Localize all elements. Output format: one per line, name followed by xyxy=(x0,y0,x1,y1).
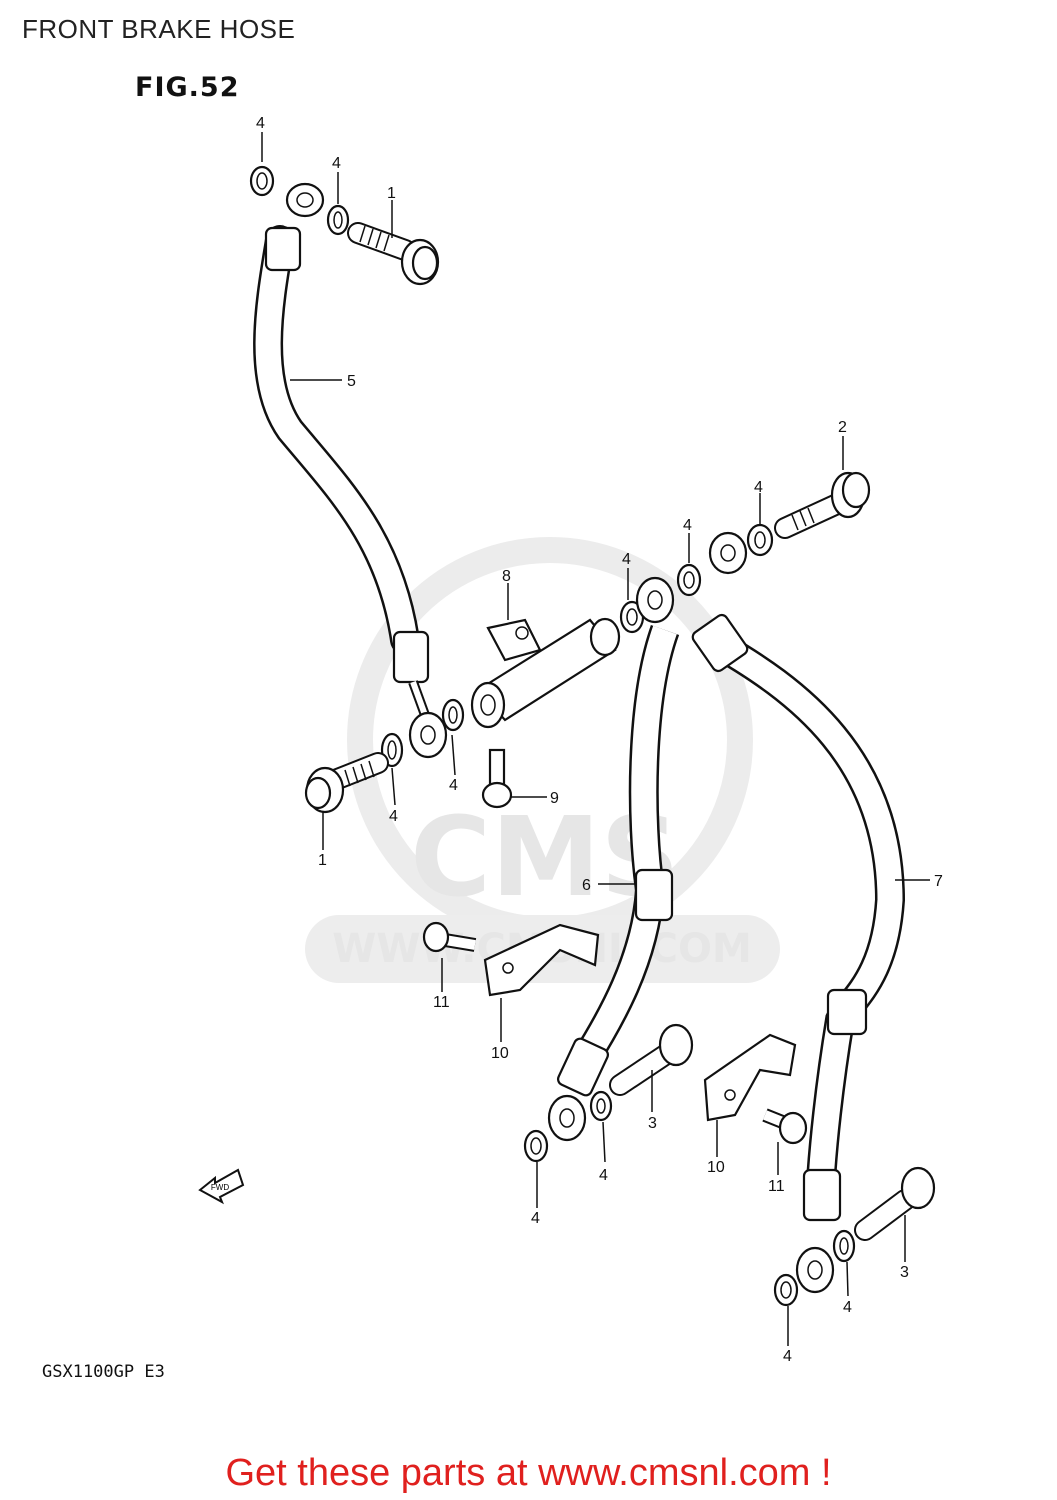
callout-10: 10 xyxy=(707,1159,725,1176)
washer-4-group xyxy=(249,165,856,1307)
fwd-arrow-label: FWD xyxy=(211,1183,229,1192)
callout-4: 4 xyxy=(256,115,265,132)
banjo-bolt-1-bottom[interactable] xyxy=(304,752,389,814)
bolt-9[interactable] xyxy=(481,748,513,809)
brake-hose-7[interactable] xyxy=(690,531,906,1294)
callouts: 4 4 1 5 2 4 4 4 8 4 4 1 9 6 7 11 10 3 4 … xyxy=(256,115,943,1365)
callout-3: 3 xyxy=(648,1115,657,1132)
leader-lines xyxy=(261,132,930,1346)
callout-4: 4 xyxy=(332,155,341,172)
banjo-bolt-1-top[interactable] xyxy=(347,222,440,286)
banjo-bolt-3-left[interactable] xyxy=(609,1023,694,1096)
brake-hose-6[interactable] xyxy=(547,576,680,1142)
bolt-11-right[interactable] xyxy=(762,1108,808,1145)
callout-6: 6 xyxy=(582,877,591,894)
callout-5: 5 xyxy=(347,373,356,390)
callout-1: 1 xyxy=(318,852,327,869)
callout-4: 4 xyxy=(622,551,631,568)
callout-4: 4 xyxy=(531,1210,540,1227)
callout-4: 4 xyxy=(843,1299,852,1316)
callout-4: 4 xyxy=(449,777,458,794)
page-title: FRONT BRAKE HOSE xyxy=(22,14,296,44)
callout-7: 7 xyxy=(934,873,943,890)
callout-4: 4 xyxy=(783,1348,792,1365)
callout-1: 1 xyxy=(387,185,396,202)
brake-hose-5[interactable] xyxy=(253,182,448,759)
bolt-11-left[interactable] xyxy=(422,921,477,953)
banjo-bolt-2[interactable] xyxy=(774,471,871,539)
callout-2: 2 xyxy=(838,419,847,436)
brake-joint-8[interactable] xyxy=(470,617,621,729)
callout-8: 8 xyxy=(502,568,511,585)
callout-3: 3 xyxy=(900,1264,909,1281)
callout-9: 9 xyxy=(550,790,559,807)
clamp-10-right[interactable] xyxy=(703,1033,797,1122)
callout-4: 4 xyxy=(599,1167,608,1184)
cta-link[interactable]: Get these parts at www.cmsnl.com ! xyxy=(225,1452,832,1494)
callout-4: 4 xyxy=(683,517,692,534)
callout-4: 4 xyxy=(389,808,398,825)
banjo-bolt-3-right[interactable] xyxy=(854,1166,936,1241)
parts-diagram: CMS WWW.CMSNL.COM xyxy=(198,115,943,1365)
clamp-10-left[interactable] xyxy=(483,923,600,997)
callout-10: 10 xyxy=(491,1045,509,1062)
figure-label: FIG.52 xyxy=(135,72,240,103)
callout-4: 4 xyxy=(754,479,763,496)
fwd-arrow-icon: FWD xyxy=(198,1168,245,1205)
callout-11: 11 xyxy=(768,1178,785,1195)
model-code: GSX1100GP E3 xyxy=(42,1362,165,1382)
callout-11: 11 xyxy=(433,994,450,1011)
